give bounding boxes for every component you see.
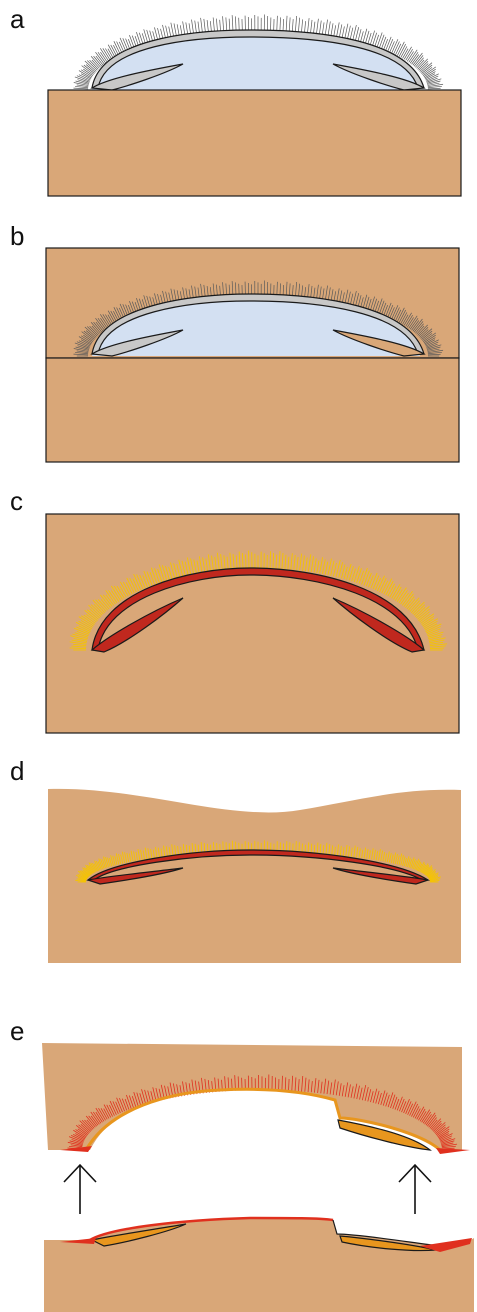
panel-b: b <box>10 221 459 462</box>
panel-c-label: c <box>10 486 23 516</box>
panel-c: c <box>10 486 459 733</box>
panel-b-lower-sediment <box>46 358 459 462</box>
panel-a-sediment <box>48 90 461 196</box>
panel-d-label: d <box>10 756 24 786</box>
panel-e-label: e <box>10 1016 24 1046</box>
panel-a-label: a <box>10 4 25 34</box>
panel-d: d <box>10 756 461 963</box>
panel-e-upper-sediment <box>42 1043 462 1150</box>
left-up-arrow <box>64 1165 96 1214</box>
panel-b-label: b <box>10 221 24 251</box>
panel-a: a <box>10 4 461 196</box>
panel-e: e <box>10 1016 474 1312</box>
right-up-arrow <box>399 1165 431 1214</box>
